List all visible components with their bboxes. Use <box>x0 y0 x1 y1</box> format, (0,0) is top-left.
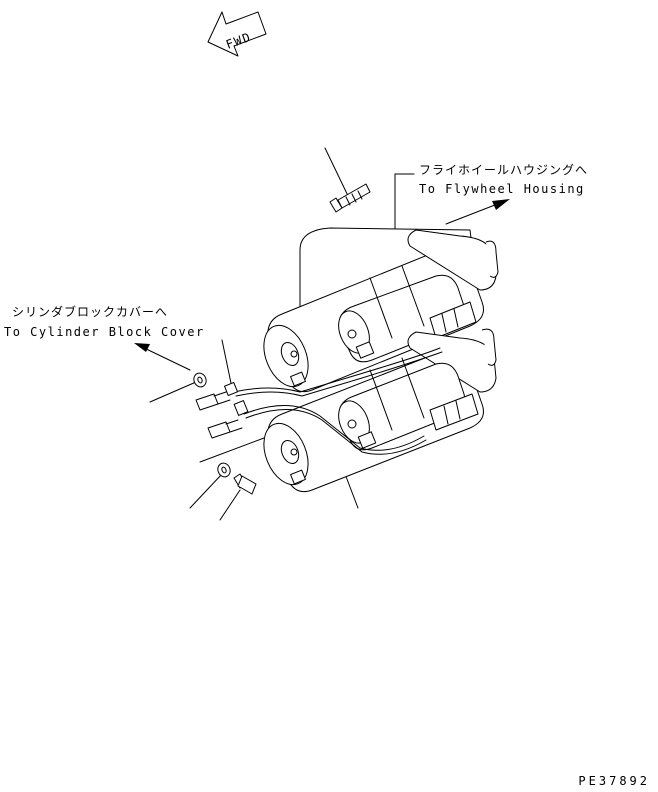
cylinder-label-jp: シリンダブロックカバーへ <box>12 304 168 319</box>
washer-lower-icon <box>189 437 265 509</box>
drawing-code: PE37892 <box>578 774 650 788</box>
cylinder-callout: シリンダブロックカバーへ To Cylinder Block Cover <box>4 304 205 371</box>
connector-upper-icon <box>195 391 231 411</box>
flywheel-arrow-icon <box>492 199 510 210</box>
cylinder-label-en: To Cylinder Block Cover <box>4 325 205 339</box>
bolt-top-icon <box>324 147 371 213</box>
cylinder-arrow-icon <box>134 343 150 352</box>
connector-lower-icon <box>207 419 243 439</box>
flywheel-label-en: To Flywheel Housing <box>419 182 585 196</box>
fwd-arrow-icon: FWD <box>207 11 267 57</box>
starting-motor-lower <box>263 328 497 509</box>
bolt-lower-icon <box>219 473 257 521</box>
washer-upper-icon <box>149 372 207 403</box>
wiring-harness <box>221 339 443 455</box>
starting-motor-upper <box>263 227 499 393</box>
flywheel-callout: フライホイールハウジングへ To Flywheel Housing <box>394 163 588 249</box>
flywheel-label-jp: フライホイールハウジングへ <box>419 163 588 177</box>
